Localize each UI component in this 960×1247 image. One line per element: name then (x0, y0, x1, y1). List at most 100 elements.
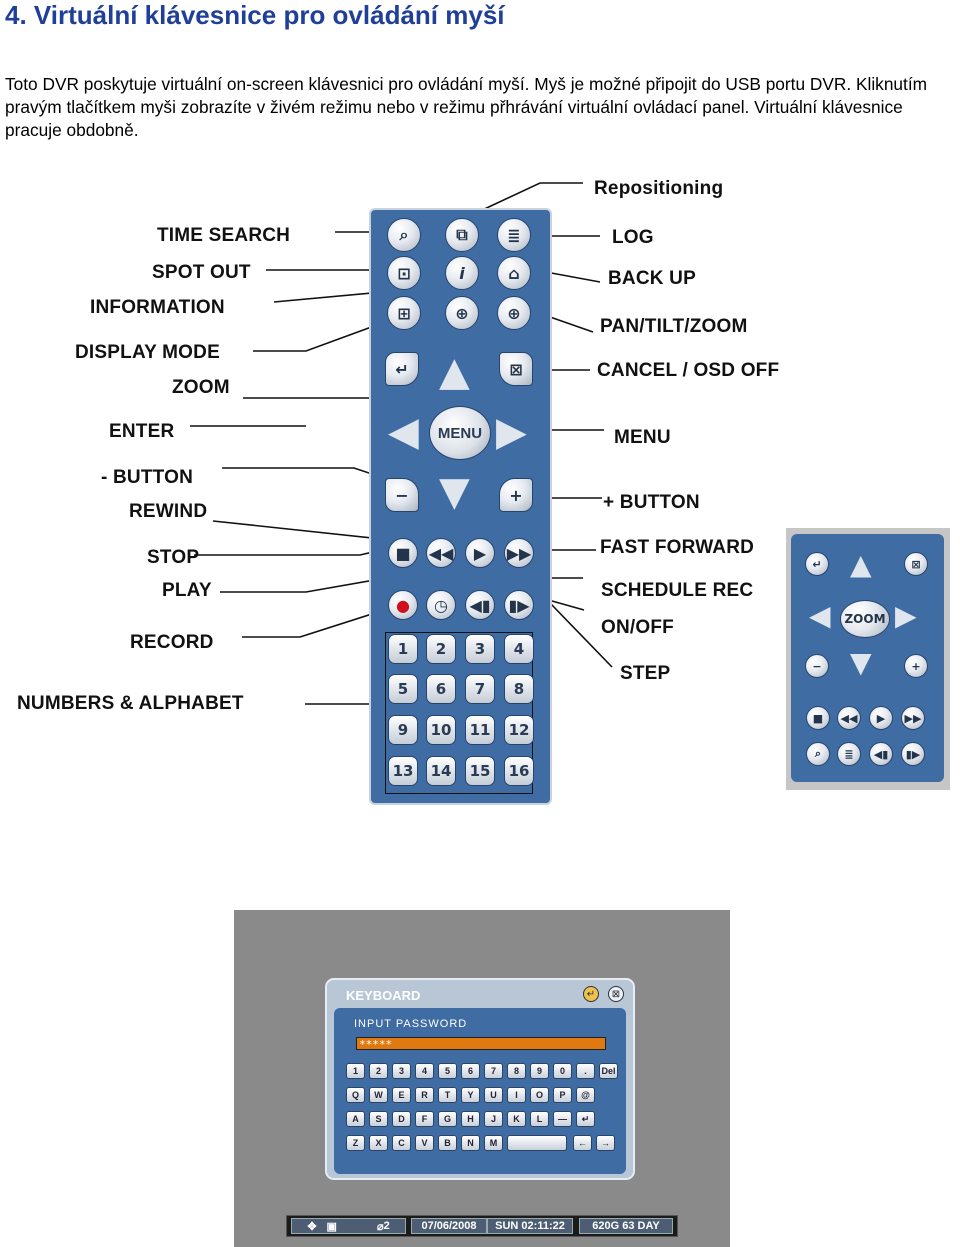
up-arrow-icon[interactable]: ▲ (850, 548, 872, 581)
keyboard-key[interactable]: A (346, 1111, 365, 1127)
pan-tilt-zoom-button[interactable]: ⊕ (497, 296, 531, 330)
fast-forward-button[interactable]: ▶▶ (504, 538, 534, 568)
keyboard-key[interactable]: 1 (346, 1063, 365, 1079)
number-key[interactable]: 16 (504, 756, 534, 786)
plus-button[interactable]: + (499, 478, 533, 512)
keyboard-key[interactable]: 9 (530, 1063, 549, 1079)
number-key[interactable]: 6 (426, 674, 456, 704)
rewind-button[interactable]: ◀◀ (837, 706, 861, 730)
enter-button[interactable]: ↵ (385, 352, 419, 386)
number-key[interactable]: 1 (388, 634, 418, 664)
number-key[interactable]: 3 (465, 634, 495, 664)
keyboard-key[interactable]: R (415, 1087, 434, 1103)
down-arrow-icon[interactable]: ▼ (439, 469, 470, 515)
record-button[interactable]: ● (388, 590, 418, 620)
keyboard-key[interactable]: → (596, 1135, 615, 1151)
step-forward-button[interactable]: ▮▶ (504, 590, 534, 620)
fast-forward-button[interactable]: ▶▶ (901, 706, 925, 730)
keyboard-key[interactable] (507, 1135, 567, 1151)
number-key[interactable]: 13 (388, 756, 418, 786)
password-field[interactable]: ***** (356, 1037, 606, 1051)
log-button[interactable]: ≣ (497, 218, 531, 252)
keyboard-key[interactable]: 8 (507, 1063, 526, 1079)
log-button[interactable]: ≣ (837, 742, 861, 766)
number-key[interactable]: 14 (426, 756, 456, 786)
keyboard-key[interactable]: L (530, 1111, 549, 1127)
time-search-button[interactable]: ⌕ (387, 218, 421, 252)
number-key[interactable]: 15 (465, 756, 495, 786)
keyboard-key[interactable]: 3 (392, 1063, 411, 1079)
keyboard-key[interactable]: 2 (369, 1063, 388, 1079)
number-key[interactable]: 2 (426, 634, 456, 664)
keyboard-key[interactable]: M (484, 1135, 503, 1151)
keyboard-key[interactable]: N (461, 1135, 480, 1151)
stop-button[interactable]: ■ (388, 538, 418, 568)
keyboard-key[interactable]: G (438, 1111, 457, 1127)
number-key[interactable]: 8 (504, 674, 534, 704)
keyboard-key[interactable]: H (461, 1111, 480, 1127)
keyboard-key[interactable]: . (576, 1063, 595, 1079)
keyboard-key[interactable]: X (369, 1135, 388, 1151)
keyboard-key[interactable]: 5 (438, 1063, 457, 1079)
keyboard-key[interactable]: E (392, 1087, 411, 1103)
keyboard-key[interactable]: J (484, 1111, 503, 1127)
up-arrow-icon[interactable]: ▲ (439, 349, 470, 395)
number-key[interactable]: 11 (465, 715, 495, 745)
keyboard-key[interactable]: S (369, 1111, 388, 1127)
stop-button[interactable]: ■ (806, 706, 830, 730)
information-button[interactable]: i (445, 256, 479, 290)
keyboard-key[interactable]: @ (576, 1087, 595, 1103)
keyboard-key[interactable]: F (415, 1111, 434, 1127)
number-key[interactable]: 7 (465, 674, 495, 704)
menu-button[interactable]: MENU (429, 406, 491, 460)
rewind-button[interactable]: ◀◀ (426, 538, 456, 568)
keyboard-key[interactable]: K (507, 1111, 526, 1127)
close-icon[interactable]: ⊠ (608, 986, 624, 1002)
number-key[interactable]: 10 (426, 715, 456, 745)
play-button[interactable]: ▶ (465, 538, 495, 568)
minus-button[interactable]: − (805, 654, 829, 678)
number-key[interactable]: 4 (504, 634, 534, 664)
zoom-button[interactable]: ⊕ (445, 296, 479, 330)
plus-button[interactable]: + (904, 654, 928, 678)
keyboard-key[interactable]: B (438, 1135, 457, 1151)
number-key[interactable]: 12 (504, 715, 534, 745)
keyboard-key[interactable]: Z (346, 1135, 365, 1151)
cancel-button[interactable]: ⊠ (904, 552, 928, 576)
down-arrow-icon[interactable]: ▼ (850, 646, 872, 679)
keyboard-key[interactable]: D (392, 1111, 411, 1127)
keyboard-key[interactable]: 0 (553, 1063, 572, 1079)
display-mode-button[interactable]: ⊞ (387, 296, 421, 330)
keyboard-key[interactable]: Del (599, 1063, 618, 1079)
step-back-button[interactable]: ◀▮ (869, 742, 893, 766)
repositioning-button[interactable]: ⧉ (445, 218, 479, 252)
keyboard-key[interactable]: ← (573, 1135, 592, 1151)
left-arrow-icon[interactable]: ◀ (388, 409, 419, 455)
keyboard-key[interactable]: U (484, 1087, 503, 1103)
left-arrow-icon[interactable]: ◀ (809, 599, 831, 632)
keyboard-key[interactable]: I (507, 1087, 526, 1103)
minus-button[interactable]: − (385, 478, 419, 512)
keyboard-key[interactable]: 4 (415, 1063, 434, 1079)
schedule-rec-button[interactable]: ◷ (426, 590, 456, 620)
right-arrow-icon[interactable]: ▶ (496, 409, 527, 455)
zoom-center-button[interactable]: ZOOM (840, 600, 890, 638)
keyboard-key[interactable]: C (392, 1135, 411, 1151)
keyboard-key[interactable]: V (415, 1135, 434, 1151)
backup-button[interactable]: ⌂ (497, 256, 531, 290)
keyboard-key[interactable]: P (553, 1087, 572, 1103)
keyboard-key[interactable]: — (553, 1111, 572, 1127)
number-key[interactable]: 5 (388, 674, 418, 704)
time-search-button[interactable]: ⌕ (806, 742, 830, 766)
keyboard-key[interactable]: O (530, 1087, 549, 1103)
keyboard-key[interactable]: W (369, 1087, 388, 1103)
enter-button[interactable]: ↵ (805, 552, 829, 576)
keyboard-key[interactable]: ↵ (576, 1111, 595, 1127)
step-forward-button[interactable]: ▮▶ (901, 742, 925, 766)
keyboard-key[interactable]: 7 (484, 1063, 503, 1079)
step-back-button[interactable]: ◀▮ (465, 590, 495, 620)
number-key[interactable]: 9 (388, 715, 418, 745)
keyboard-key[interactable]: 6 (461, 1063, 480, 1079)
enter-icon[interactable]: ↵ (583, 986, 599, 1002)
keyboard-key[interactable]: Q (346, 1087, 365, 1103)
